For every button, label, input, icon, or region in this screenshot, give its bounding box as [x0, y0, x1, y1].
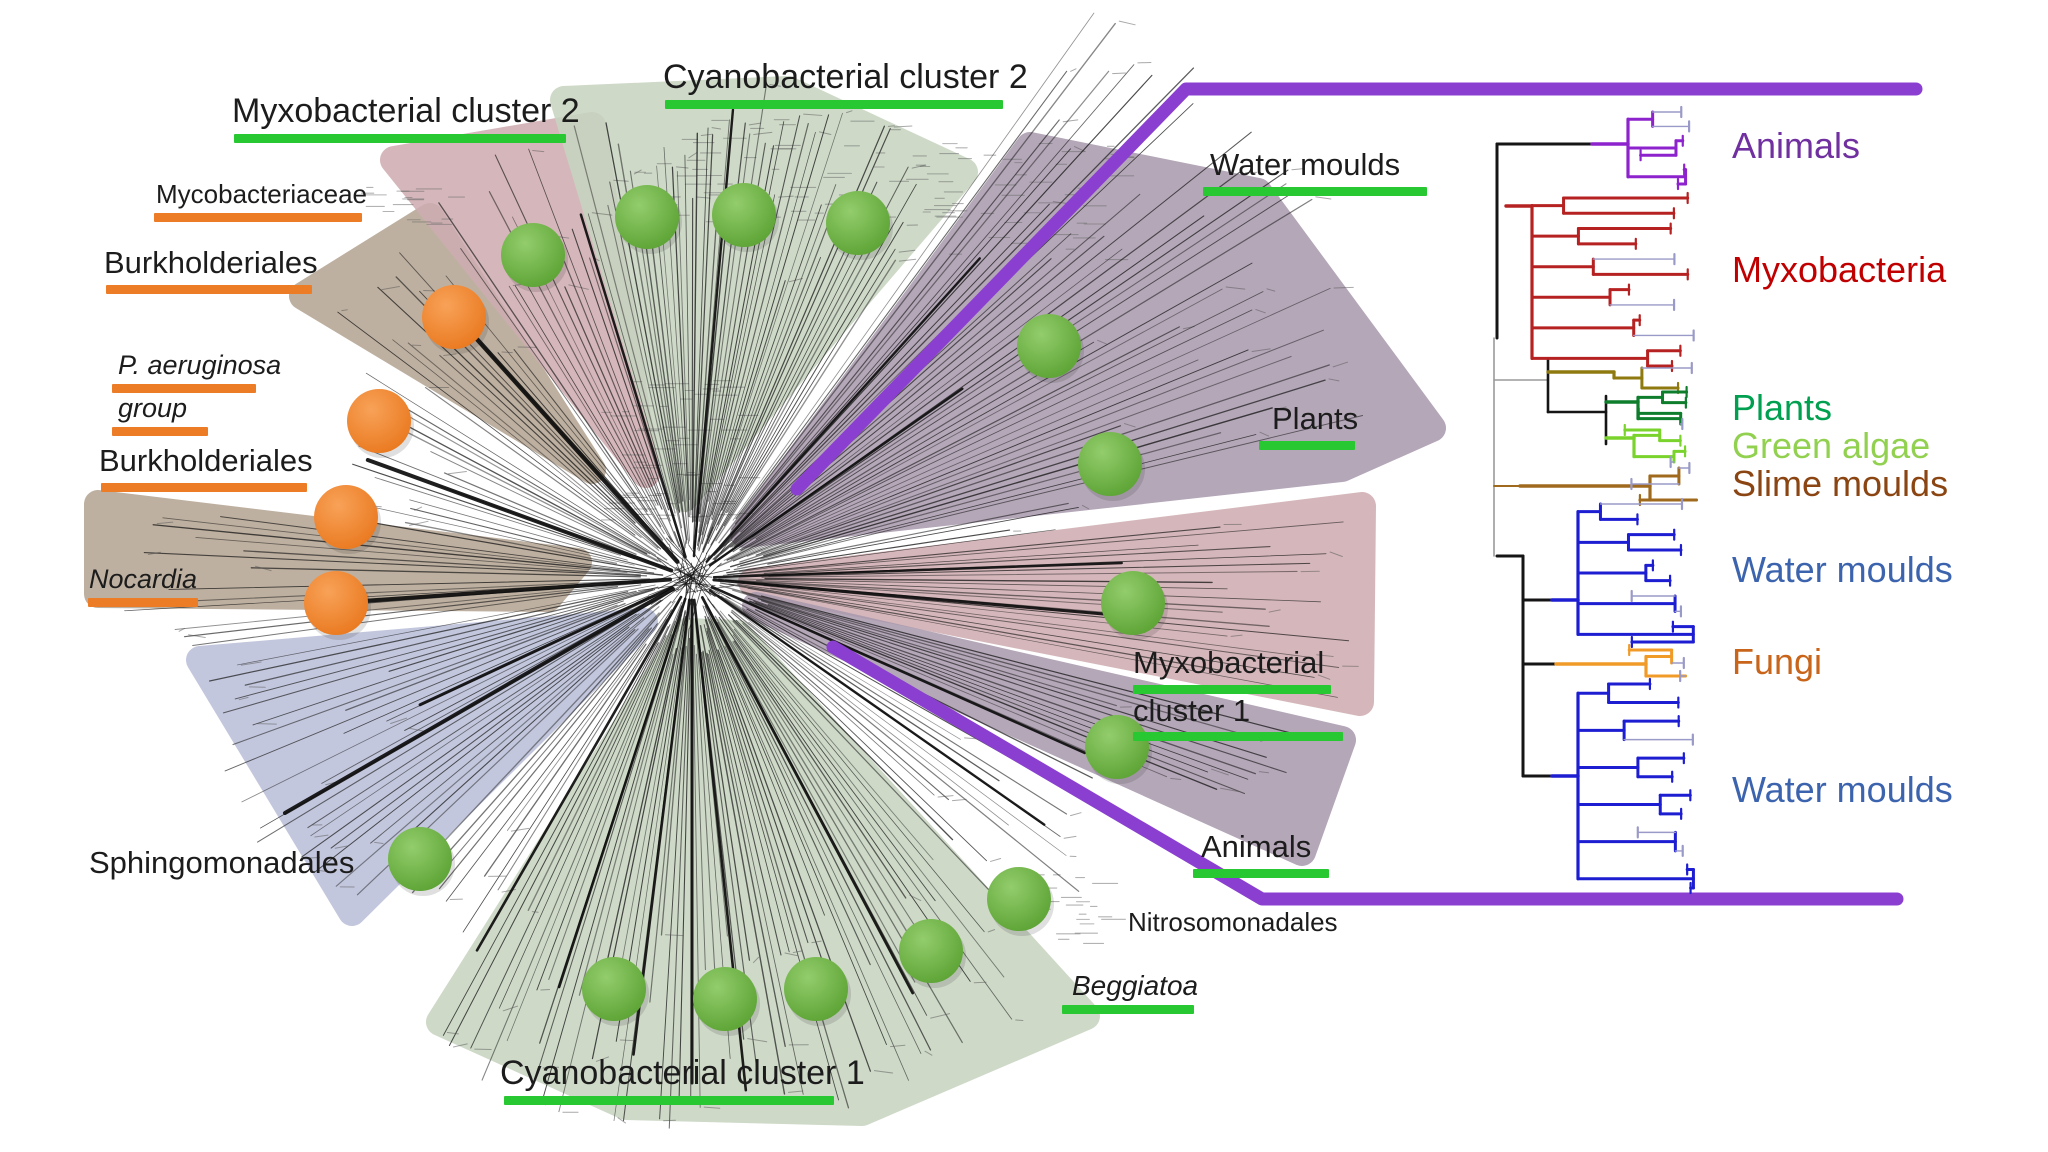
label-text: cluster 1: [1133, 692, 1251, 728]
clade-myxobacteria: [1504, 191, 1695, 373]
green-underline-bar: [234, 134, 566, 144]
eukaryote-bracket: [790, 82, 1923, 906]
orange-underline-bar: [88, 598, 198, 608]
clade-water-moulds-1: [1550, 497, 1695, 649]
clade-slime-mould-sister: [1546, 361, 1693, 395]
hgt-node-markers: [304, 183, 1168, 1036]
clade-green-algae: [1604, 423, 1687, 469]
green-hgt-node: [1078, 432, 1142, 496]
label-text: Nitrosomonadales: [1128, 907, 1338, 937]
clade-slime-moulds: [1518, 461, 1698, 507]
green-underline-bar: [665, 100, 1003, 110]
green-hgt-node: [784, 957, 848, 1021]
label-text: Beggiatoa: [1072, 970, 1199, 1001]
cladogram-label-water-moulds-2: Water moulds: [1732, 769, 1953, 810]
clade-plants: [1604, 385, 1689, 431]
cladogram-label-animals: Animals: [1732, 125, 1861, 166]
label-cyanobacterial-cluster-1: Cyanobacterial cluster 1: [500, 1054, 865, 1106]
label-burkholderiales-lower: Burkholderiales: [99, 443, 313, 492]
green-hgt-node: [615, 185, 679, 249]
clade-animals: [1590, 105, 1691, 191]
label-mycobacteriaceae: Mycobacteriaceae: [154, 179, 367, 223]
cladogram-label-green-algae: Green algae: [1732, 425, 1931, 466]
label-water-moulds-radial: Water moulds: [1203, 147, 1427, 196]
green-hgt-node: [693, 967, 757, 1031]
label-p-aeruginosa-group: P. aeruginosa group: [112, 350, 282, 437]
orange-underline-bar: [112, 427, 208, 437]
label-plants-radial: Plants: [1259, 401, 1359, 450]
green-underline-bar: [1062, 1005, 1194, 1015]
green-hgt-node: [826, 191, 890, 255]
orange-underline-bar: [112, 384, 256, 394]
label-text: Plants: [1272, 401, 1359, 436]
green-underline-bar: [1133, 684, 1331, 694]
label-animals-radial: Animals: [1193, 829, 1329, 878]
green-hgt-node: [582, 957, 646, 1021]
green-underline-bar: [1259, 440, 1355, 450]
label-text: P. aeruginosa: [118, 350, 282, 380]
green-hgt-node: [899, 919, 963, 983]
green-hgt-node: [987, 867, 1051, 931]
label-text: Mycobacteriaceae: [156, 179, 367, 209]
green-hgt-node: [1017, 314, 1081, 378]
label-sphingomonadales: Sphingomonadales: [89, 845, 355, 881]
cladogram-label-water-moulds-1: Water moulds: [1732, 549, 1953, 590]
wedge-water-moulds-plants: [730, 132, 1446, 548]
green-hgt-node: [712, 183, 776, 247]
orange-underline-bar: [101, 482, 307, 492]
green-underline-bar: [1193, 868, 1329, 878]
orange-hgt-node: [347, 389, 411, 453]
label-text: Burkholderiales: [99, 443, 313, 478]
cladogram-label-plants: Plants: [1732, 387, 1833, 428]
label-text: Myxobacterial: [1133, 645, 1325, 680]
label-text: Water moulds: [1210, 147, 1401, 182]
label-beggiatoa: Beggiatoa: [1062, 970, 1199, 1015]
orange-hgt-node: [314, 485, 378, 549]
green-underline-bar: [1133, 732, 1343, 742]
clade-fungi: [1554, 643, 1687, 683]
label-myxobacterial-cluster-1: Myxobacterial cluster 1: [1133, 645, 1343, 742]
wedge-sphingomonadales: [186, 608, 658, 926]
radial-tree-branches: [124, 12, 1364, 1129]
clade-water-moulds-2: [1550, 677, 1695, 895]
label-text: Animals: [1201, 829, 1312, 864]
cladogram-label-fungi: Fungi: [1732, 641, 1823, 682]
label-text: Myxobacterial cluster 2: [232, 92, 580, 130]
orange-underline-bar: [106, 284, 312, 294]
green-underline-bar: [504, 1096, 834, 1106]
green-hgt-node: [1085, 715, 1149, 779]
label-text: group: [118, 393, 188, 424]
orange-hgt-node: [422, 285, 486, 349]
green-hgt-node: [501, 223, 565, 287]
green-hgt-node: [1101, 571, 1165, 635]
label-nitrosomonadales: Nitrosomonadales: [1128, 907, 1338, 937]
label-cyanobacterial-cluster-2: Cyanobacterial cluster 2: [663, 58, 1028, 110]
label-myxobacterial-cluster-2: Myxobacterial cluster 2: [232, 92, 580, 144]
cladogram: [1493, 105, 1698, 895]
label-text: Cyanobacterial cluster 1: [500, 1054, 865, 1092]
cladogram-label-myxobacteria: Myxobacteria: [1732, 249, 1947, 290]
green-underline-bar: [1203, 186, 1427, 196]
label-text: Nocardia: [89, 564, 198, 594]
orange-hgt-node: [304, 571, 368, 635]
label-nocardia: Nocardia: [88, 564, 198, 608]
label-burkholderiales-upper: Burkholderiales: [104, 245, 318, 294]
label-text: Burkholderiales: [104, 245, 318, 280]
orange-underline-bar: [154, 213, 362, 223]
label-text: Sphingomonadales: [89, 845, 355, 880]
label-text: Cyanobacterial cluster 2: [663, 58, 1028, 96]
cladogram-label-slime-moulds: Slime moulds: [1732, 463, 1949, 504]
green-hgt-node: [388, 827, 452, 891]
